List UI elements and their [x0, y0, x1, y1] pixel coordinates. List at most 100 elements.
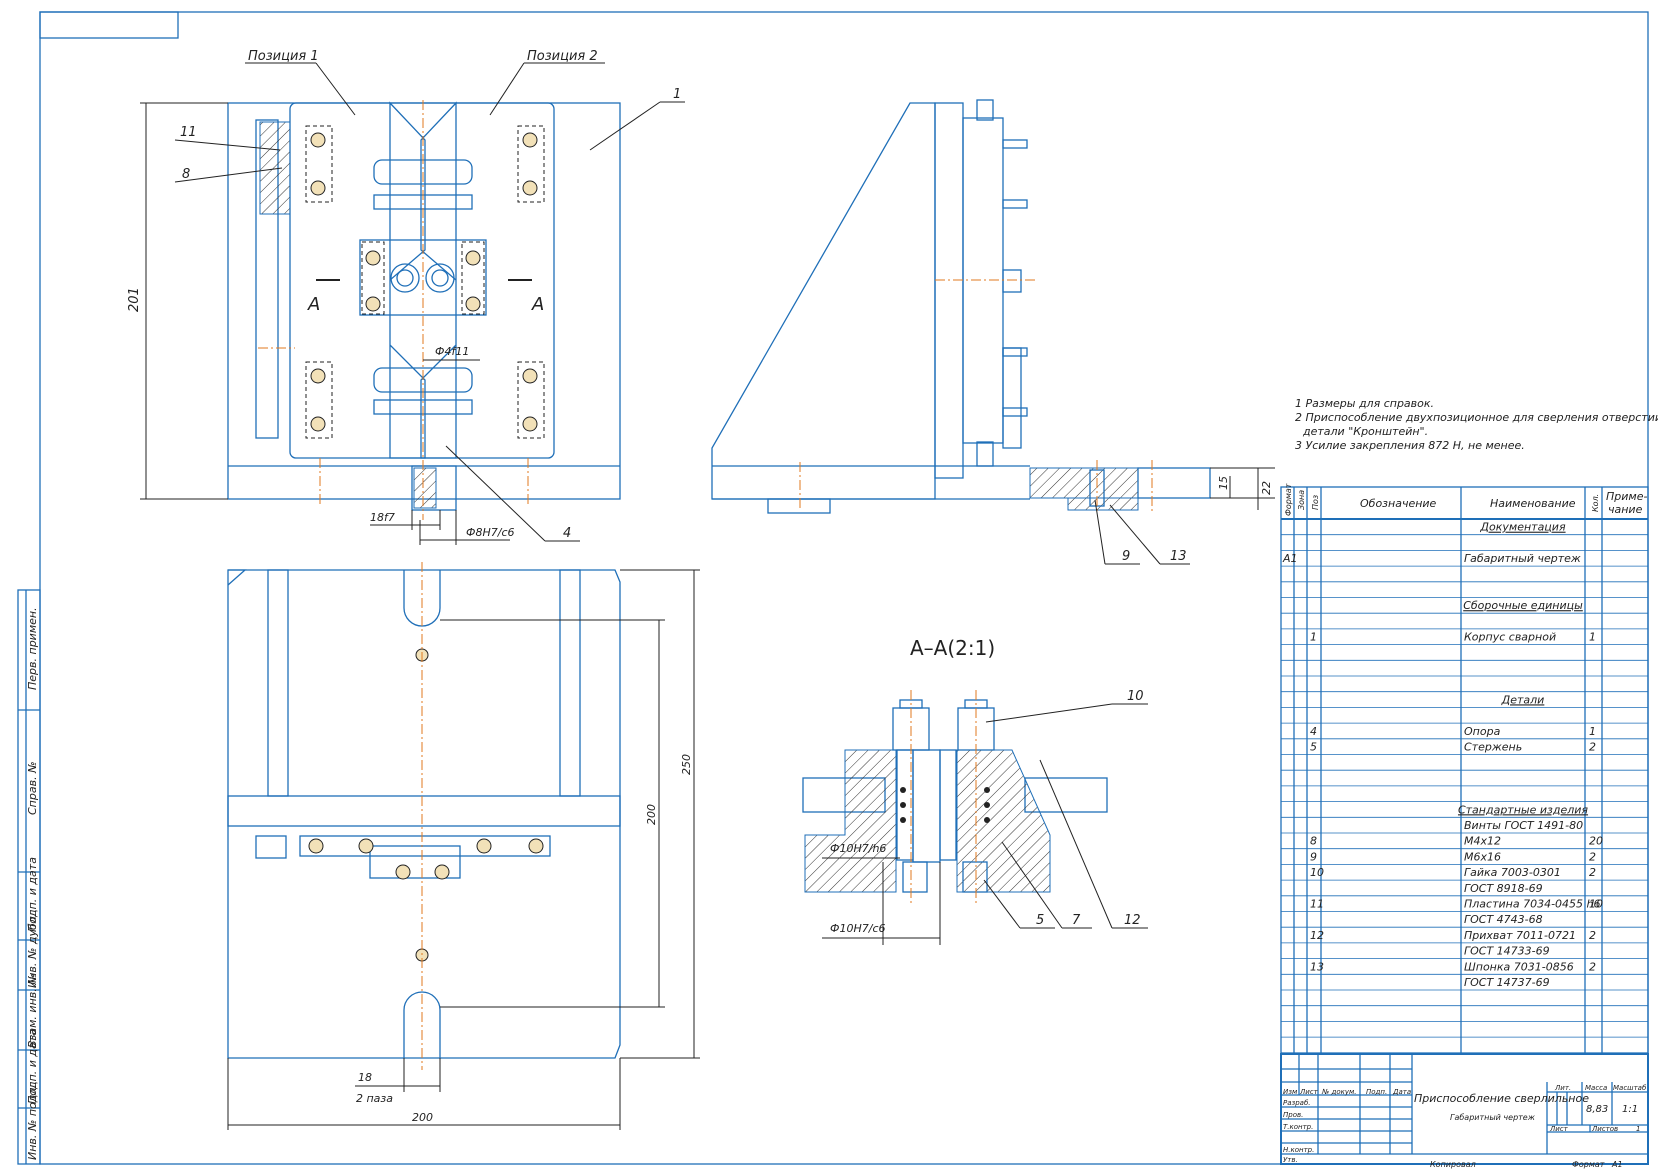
spec-cell-quantity: 2 — [1589, 741, 1596, 754]
tb-role-5: Утв. — [1283, 1156, 1298, 1164]
spec-section-heading: Стандартные изделия — [1458, 803, 1588, 816]
side-stamp-1: Перв. примен. — [26, 607, 39, 690]
note-3: 3 Усилие закрепления 872 Н, не менее. — [1295, 439, 1525, 452]
tb-role-1: Разраб. — [1283, 1099, 1311, 1107]
side-stamp-5: Взам. инв. № — [26, 973, 39, 1048]
spec-cell-name: Опора — [1464, 725, 1501, 738]
dim-15: 15 — [1217, 476, 1230, 490]
tb-row-label-5: Дата — [1392, 1088, 1411, 1096]
tb-lit-label: Лит. — [1554, 1084, 1571, 1092]
spec-cell-name: ГОСТ 14737-69 — [1464, 976, 1550, 989]
top-left-stamp — [39, 11, 179, 39]
leader-13: 13 — [1170, 549, 1187, 564]
spec-cell-position: 5 — [1310, 741, 1317, 754]
spec-cell-quantity: 2 — [1589, 866, 1596, 879]
spec-cell-name: ГОСТ 14733-69 — [1464, 945, 1550, 958]
spec-header-note-2: чание — [1608, 503, 1643, 516]
leader-4: 4 — [563, 526, 571, 541]
dim-250: 250 — [680, 754, 693, 775]
tb-mass: 8,83 — [1586, 1104, 1608, 1115]
spec-cell-quantity: 2 — [1589, 960, 1596, 973]
tb-row-label-4: Подп. — [1366, 1088, 1387, 1096]
spec-cell-position: 12 — [1310, 929, 1324, 942]
spec-cell-position: 11 — [1310, 898, 1324, 911]
tb-title: Приспособление сверлильное — [1414, 1092, 1589, 1105]
spec-cell-name: Шпонка 7031-0856 — [1464, 960, 1574, 973]
tb-role-4: Н.контр. — [1283, 1146, 1314, 1154]
side-view — [711, 99, 1275, 514]
leader-1: 1 — [673, 87, 681, 102]
technical-notes: 1 Размеры для справок. 2 Приспособление … — [1295, 397, 1658, 452]
spec-header-format: Формат — [1284, 483, 1293, 516]
leader-5: 5 — [1036, 913, 1044, 928]
spec-section-heading: Документация — [1479, 521, 1566, 534]
side-view-labels: 22 15 9 13 — [1094, 476, 1273, 565]
tb-subtitle: Габаритный чертеж — [1450, 1113, 1536, 1122]
spec-header-pos: Поз — [1311, 495, 1320, 510]
spec-cell-name: Габаритный чертеж — [1464, 552, 1581, 565]
tb-sheets: 1 — [1636, 1125, 1640, 1133]
spec-section-heading: Детали — [1501, 693, 1545, 706]
spec-header-designation: Обозначение — [1360, 497, 1437, 510]
leader-7: 7 — [1072, 913, 1081, 928]
dim-22: 22 — [1260, 481, 1273, 495]
dim-200-horizontal: 200 — [412, 1111, 433, 1124]
front-view-labels: Позиция 1 Позиция 2 1 11 8 A A 201 18f7 … — [127, 49, 685, 542]
tb-row-label-1: Изм — [1283, 1088, 1298, 1096]
tb-format: A1 — [1611, 1160, 1623, 1169]
tb-row-label-3: № докум. — [1321, 1088, 1357, 1096]
spec-cell-quantity: 1 — [1589, 631, 1596, 644]
leader-11: 11 — [180, 125, 197, 140]
title-block: Изм Лист № докум. Подп. Дата Разраб. Про… — [1280, 1053, 1649, 1169]
side-stamp-6: Подп. и дата — [26, 1029, 39, 1104]
tb-role-2: Пров. — [1283, 1111, 1303, 1119]
spec-cell-position: 8 — [1310, 835, 1317, 848]
spec-header-zone: Зона — [1297, 490, 1306, 510]
spec-cell-name: Корпус сварной — [1464, 631, 1556, 644]
spec-cell-quantity: 1 — [1589, 725, 1596, 738]
dim-10h7c6: Ф10H7/c6 — [830, 922, 886, 935]
spec-cell-name: Винты ГОСТ 1491-80 — [1464, 819, 1583, 832]
side-stamp-column — [17, 589, 41, 1165]
position-1-label: Позиция 1 — [248, 49, 319, 64]
spec-header-note: Приме- — [1606, 490, 1647, 503]
dim-201: 201 — [127, 287, 142, 312]
note-2-cont: детали "Кронштейн". — [1302, 425, 1428, 438]
spec-cell-name: Стержень — [1464, 741, 1522, 754]
spec-table: Формат Зона Поз Обозначение Наименование… — [1280, 483, 1649, 1055]
dim-10h7h6: Ф10H7/h6 — [830, 842, 886, 855]
front-view — [140, 100, 621, 545]
dim-18f7: 18f7 — [370, 511, 395, 524]
spec-cell-position: 4 — [1310, 725, 1317, 738]
leader-10: 10 — [1127, 689, 1144, 704]
leader-8: 8 — [182, 167, 190, 182]
spec-cell-position: 1 — [1310, 631, 1317, 644]
dim-18: 18 — [358, 1071, 372, 1084]
side-stamp-2: Справ. № — [26, 761, 39, 815]
tb-sheet-label: Лист — [1549, 1125, 1569, 1133]
spec-cell-quantity: 2 — [1589, 929, 1596, 942]
plan-view — [227, 562, 700, 1130]
position-2-label: Позиция 2 — [527, 49, 598, 64]
spec-header: Формат Зона Поз Обозначение Наименование… — [1284, 483, 1647, 516]
dim-4f11: Ф4f11 — [435, 345, 469, 358]
note-2: 2 Приспособление двухпозиционное для све… — [1295, 411, 1658, 424]
dim-8h7c6: Ф8H7/c6 — [466, 526, 515, 539]
side-stamp-3: Подп. и дата — [26, 857, 39, 932]
dim-slots: 2 паза — [356, 1092, 393, 1105]
spec-cell-quantity: 2 — [1589, 850, 1596, 863]
spec-cell-name: ГОСТ 4743-68 — [1464, 913, 1543, 926]
spec-cell-name: M4x12 — [1464, 835, 1501, 848]
tb-row-label-2: Лист — [1299, 1088, 1319, 1096]
spec-cell-name: Гайка 7003-0301 — [1464, 866, 1561, 879]
dim-200-vertical: 200 — [645, 804, 658, 825]
side-stamp-7: Инв. № подл. — [26, 1084, 39, 1160]
tb-mass-label: Масса — [1585, 1084, 1607, 1092]
spec-cell-name: M6x16 — [1464, 850, 1501, 863]
spec-cell-position: 13 — [1310, 960, 1324, 973]
spec-cell-quantity: 10 — [1589, 898, 1603, 911]
spec-header-qty: Кол. — [1591, 494, 1600, 512]
leader-12: 12 — [1124, 913, 1141, 928]
